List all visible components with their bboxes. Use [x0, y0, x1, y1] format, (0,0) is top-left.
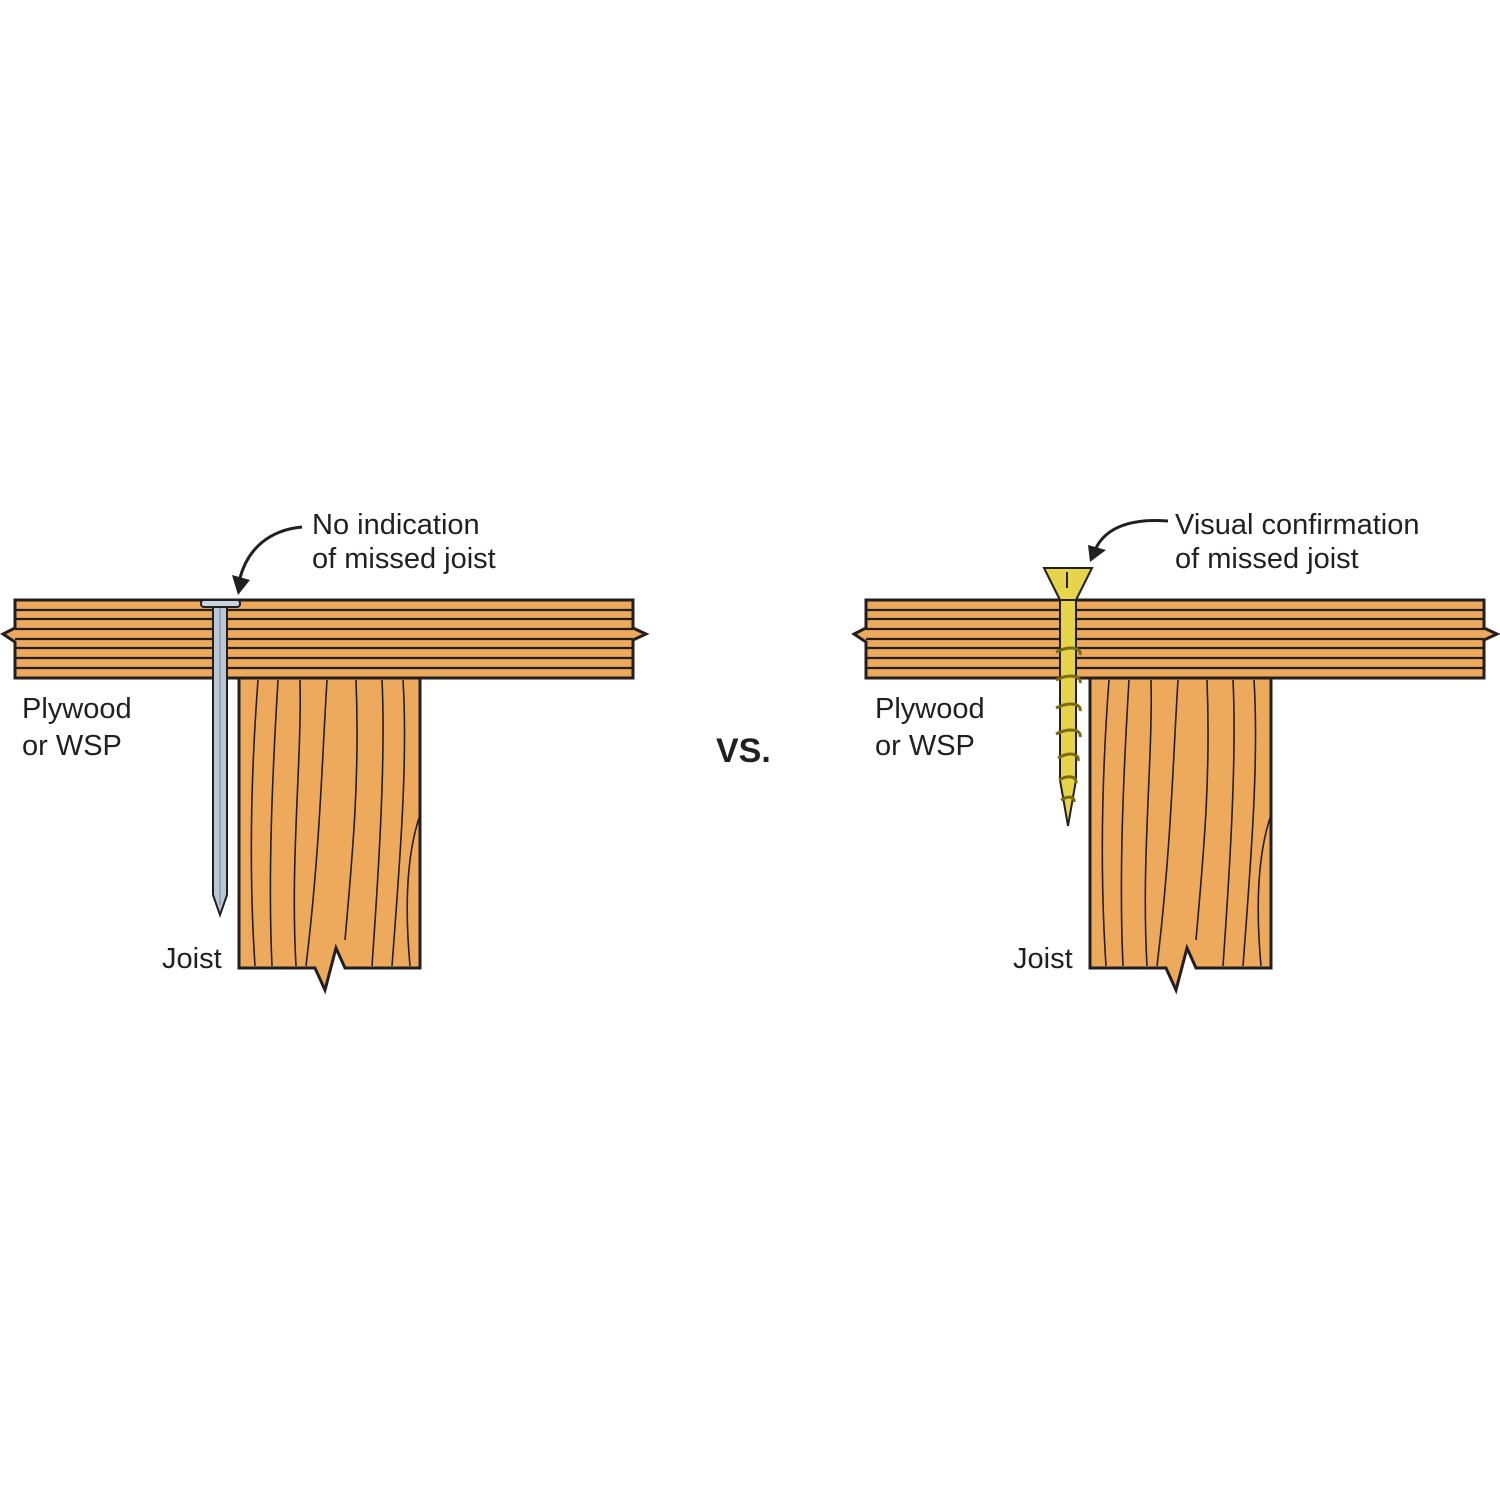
left-arrowhead-icon: [232, 575, 250, 595]
right-callout-line-2: of missed joist: [1175, 543, 1359, 575]
left-plywood-and-joist: [1, 598, 648, 992]
left-callout-line-2: of missed joist: [312, 543, 496, 575]
left-joist-label: Joist: [162, 943, 222, 975]
right-plywood-label-2: or WSP: [875, 730, 975, 762]
right-plywood-label-1: Plywood: [875, 693, 985, 725]
left-callout-arrow: [238, 525, 303, 579]
left-panel: No indication of missed joist Plywood or…: [1, 509, 648, 992]
right-plywood-and-joist: [852, 598, 1499, 992]
right-arrowhead-icon: [1088, 545, 1106, 562]
left-plywood-label-1: Plywood: [22, 693, 132, 725]
screw-icon: [1042, 567, 1094, 827]
left-plywood-label-2: or WSP: [22, 730, 122, 762]
right-panel: Visual confirmation of missed joist Plyw…: [852, 509, 1499, 992]
left-callout-line-1: No indication: [312, 509, 480, 541]
right-callout-arrow: [1094, 518, 1169, 549]
vs-separator: VS.: [716, 732, 771, 770]
nail-icon: [200, 599, 241, 919]
right-joist-label: Joist: [1013, 943, 1073, 975]
right-callout-line-1: Visual confirmation: [1175, 509, 1419, 541]
